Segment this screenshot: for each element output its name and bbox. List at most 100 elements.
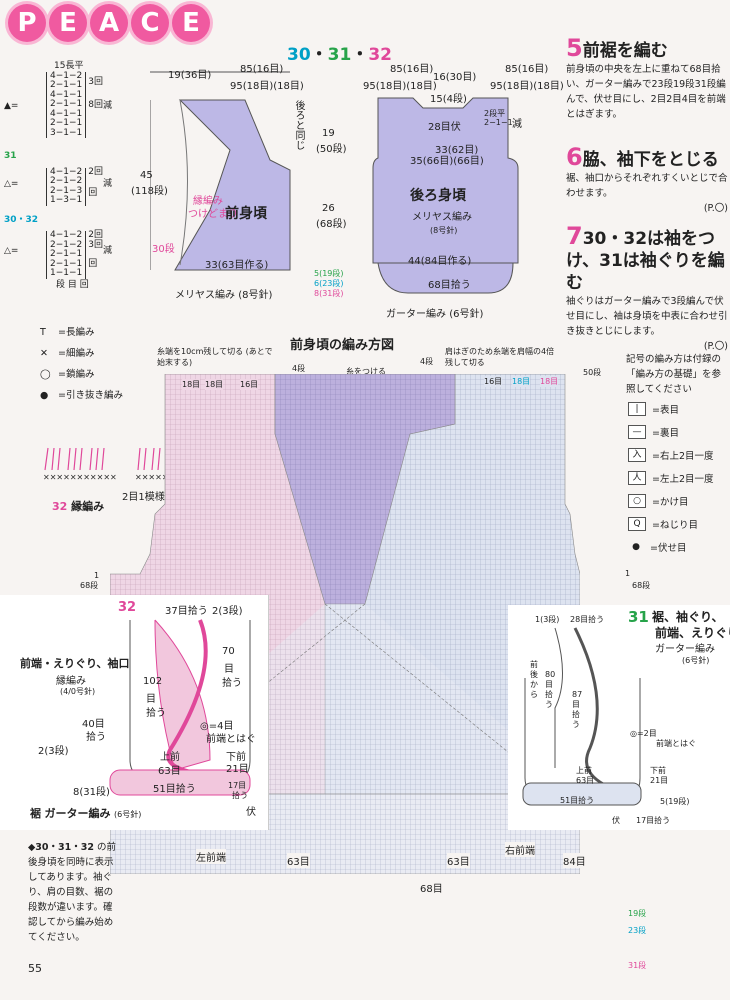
panel-32-hem-label: 裾 ガーター編み (6号針) (30, 807, 142, 820)
back-armhole: 33(62目) (435, 145, 479, 156)
chart-c2: 18目 (205, 379, 224, 390)
step-6: 6脇、袖下をとじる 裾、袖口からそれぞれすくいとじで合わせます。 (P.〇) (566, 143, 728, 216)
chart-r23: 23段 (628, 926, 647, 935)
panel-31-left1: 前後から (530, 660, 538, 699)
back-h19: 19 (322, 128, 335, 139)
step-ref: (P.〇) (703, 341, 728, 352)
note-count: 3回 (88, 76, 103, 87)
panel-32-n40: 40目 (82, 719, 105, 730)
footnote-text: の前後身頃を同時に表示してあります。袖ぐり、肩の目数、裾の段数が違います。確認し… (28, 842, 117, 943)
panel-32-top: 37目拾う (165, 606, 208, 617)
size-31: 31 (327, 45, 352, 65)
front-bottom: 33(63目作る) (205, 260, 269, 271)
panel-31-title2: 前端、えりぐり (655, 626, 730, 640)
panel-31-n17: 17目拾う (636, 816, 671, 825)
step-desc: 袖ぐりはガーター編みで3段編んで伏せ目にし、袖は身頃を中表に合わせ引き抜きとじに… (566, 296, 728, 337)
panel-31-join: ◎=2目 (630, 729, 657, 738)
panel-31-garter: ガーター編み (655, 644, 715, 655)
legend-row: ○=かけ目 (628, 494, 688, 508)
back-armhole2: 35(66目)(66目) (410, 156, 484, 167)
chart-r1: 1 (94, 571, 100, 580)
back-garter-rows3: 8(31段) (314, 289, 344, 298)
step-title: 脇、袖下をとじる (582, 150, 719, 170)
panel-32-upper: 上前 (160, 752, 180, 763)
size-32: 32 (368, 45, 393, 65)
legend-row: ●=伏せ目 (632, 542, 687, 554)
chart-s63b: 63目 (447, 853, 470, 868)
chart-note-left: 糸端を10cm残して切る (あとで始末する) (157, 347, 273, 367)
panel-31-u63: 63目 (576, 776, 595, 785)
edging-pattern: 2目1模様 (122, 492, 165, 503)
logo-letter: C (131, 4, 169, 42)
chart-r19: 19段 (628, 909, 647, 918)
back-h26: 26 (322, 203, 335, 214)
note-dec: 減 (103, 246, 113, 256)
back-neck: 16(30目) (433, 72, 477, 83)
back-shoulder2: 2−1−1 (484, 118, 513, 127)
panel-31-diagram (522, 627, 642, 806)
back-top-a2: 85(16目) (505, 64, 549, 75)
panel-32-n102: 102 (143, 676, 163, 687)
chart-c3: 16目 (240, 379, 259, 390)
back-cast-off: 28目伏 (428, 122, 461, 133)
legend-intro: 記号の編み方は付録の「編み方の基礎」を参照してください (626, 354, 722, 395)
step-ref: (P.〇) (703, 203, 728, 214)
panel-32-n102b: 目 (146, 694, 156, 705)
note-line: 2−1−1 (50, 258, 83, 269)
back-hem-shape (377, 262, 514, 294)
panel-31-cast: 伏 (612, 816, 620, 825)
panel-32-join2: 前端とはぐ (206, 734, 256, 745)
note-footer: 段 目 回 (56, 279, 89, 290)
edging-stitches (44, 447, 105, 471)
front-piece-shape (174, 99, 291, 271)
edging-diagram: ✕✕✕✕✕✕✕✕✕✕✕ ✕✕✕✕✕✕✕✕ (43, 447, 189, 482)
note-count: 回 (88, 259, 98, 269)
back-title: 後ろ身頃 (410, 188, 466, 204)
panel-32-r23: 2(3段) (38, 746, 69, 757)
size-30: 30 (287, 45, 311, 65)
label-30-32: 30・32 (4, 214, 39, 225)
chart-s63a: 63目 (287, 853, 310, 868)
panel-32-r831: 8(31段) (73, 787, 110, 798)
front-height-rows: (118段) (131, 186, 168, 197)
label-31: 31 (4, 151, 17, 161)
logo-letter: A (90, 4, 128, 42)
chart-note-right: 肩はぎのため糸端を肩幅の4倍残して切る (445, 347, 555, 367)
panel-31-l21: 21目 (650, 776, 669, 785)
edging-title: 32 縁編み (52, 500, 105, 513)
panel-31-n28: 28目拾う (570, 615, 605, 624)
note-line: 2−1−1 (50, 80, 83, 90)
footnote: ◆30・31・32 の前後身頃を同時に表示してあります。袖ぐり、肩の目数、裾の段… (28, 840, 118, 945)
chart-c1: 18目 (182, 379, 201, 390)
chart-row68b: 68段 (632, 581, 651, 590)
note-line: 2−1−1 (50, 99, 83, 109)
sep: ・ (351, 45, 369, 65)
panel-32-cast: 伏 (246, 807, 256, 818)
back-top-b2: 95(18目)(18目) (490, 81, 564, 92)
panel-31-needle: (6号針) (682, 656, 710, 665)
note-line: 2−1−1 (50, 118, 83, 128)
chart-row50: 50段 (583, 368, 602, 377)
front-top-a: 85(16目) (240, 64, 284, 75)
chart-s68: 68目 (420, 880, 443, 895)
note-line: 4−1−1 (50, 89, 83, 100)
note-line: 4−1−2 (50, 166, 83, 177)
front-row30: 30段 (152, 244, 175, 255)
step-5: 5前裾を編む 前身頃の中央を左上に重ねて68目拾い、ガーター編みで23段19段3… (566, 34, 728, 122)
step-desc: 裾、袖口からそれぞれすくいとじで合わせます。 (566, 173, 728, 199)
logo-letter: P (8, 4, 46, 42)
logo-letter: E (49, 4, 87, 42)
panel-31-join2: 前端とはぐ (656, 739, 696, 748)
panel-32-n51: 51目拾う (153, 784, 196, 795)
legend-row: —=裏目 (628, 425, 679, 439)
step-number: 5 (566, 34, 583, 62)
legend-row: 入=右上2目一度 (628, 448, 714, 462)
decrease-notes: 15長平 ▲= 4−1−2 2−1−1 4−1−1 2−1−1 4−1−1 2−… (4, 61, 124, 290)
front-height: 45 (140, 170, 153, 181)
step-desc: 前身頃の中央を左上に重ねて68目拾い、ガーター編みで23段19段31段編んで、伏… (566, 64, 726, 120)
note-count: 8回 (88, 100, 103, 110)
note-line: 4−1−2 (50, 230, 83, 240)
key-row: ◯=鎖編み (40, 369, 95, 380)
front-stitch: メリヤス編み (8号針) (175, 290, 273, 301)
chart-c5: 18目 (512, 376, 531, 387)
